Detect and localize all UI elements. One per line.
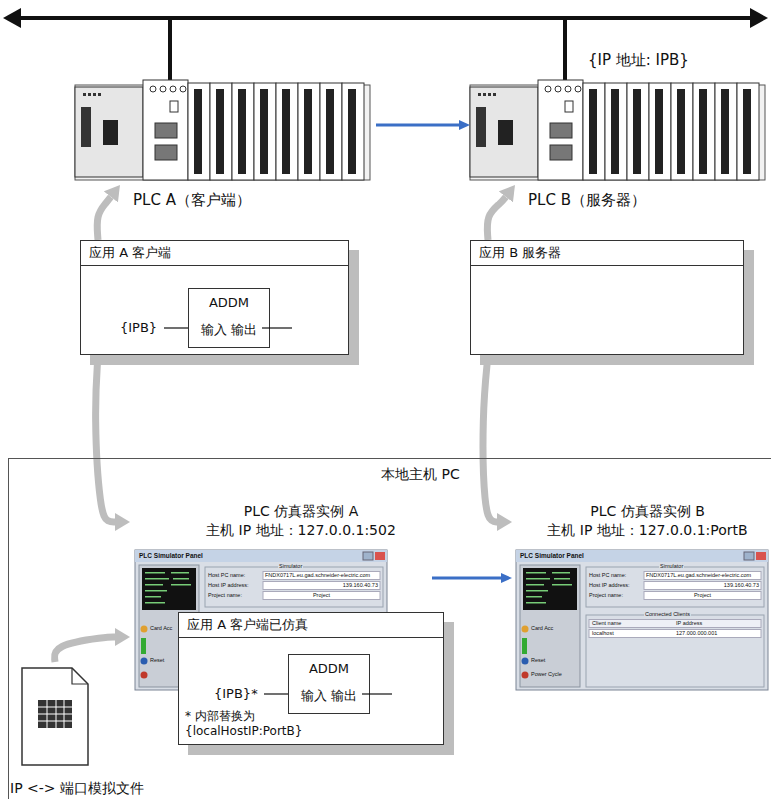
node-text: 输入 输出 xyxy=(189,310,269,337)
bus-drop xyxy=(563,18,567,80)
simulation-file: IP <-> 端口模拟文件 xyxy=(10,662,201,797)
input-pin xyxy=(164,327,188,328)
panel-text: IP address xyxy=(676,621,702,627)
network-bus xyxy=(18,16,753,20)
node-text: ADDM xyxy=(189,289,269,310)
plc-rack xyxy=(75,80,370,180)
panel-text: Project xyxy=(646,593,759,599)
mapping-arrow xyxy=(483,355,497,522)
output-pin xyxy=(362,693,392,694)
panel-text: Simulator xyxy=(278,564,303,570)
panel-text: 139.160.40.73 xyxy=(646,583,759,589)
bus-drop xyxy=(168,18,172,80)
node-text: PLC A（客户端） xyxy=(75,191,376,210)
node-text: ADDM xyxy=(289,655,369,676)
panel-text: Reset xyxy=(150,658,164,664)
panel-text: Host IP address: xyxy=(589,583,630,589)
data-flow-arrow xyxy=(432,577,501,580)
panel-text: 139.160.40.73 xyxy=(265,583,378,589)
node-text: PLC 仿真器实例 B xyxy=(512,502,771,521)
bus-arrowhead xyxy=(750,8,768,28)
panel-text: Client name xyxy=(592,621,621,627)
plc-rack xyxy=(470,80,765,180)
panel-text: Host PC name: xyxy=(589,573,626,579)
panel-text: Project xyxy=(265,593,378,599)
input-pin xyxy=(264,693,288,694)
node-text: PLC 仿真器实例 A xyxy=(130,502,432,521)
panel-text: FNDX0717L.eu.gad.schneider-electric.com xyxy=(265,573,370,579)
application-box: 应用 B 服务器 xyxy=(470,240,744,355)
mapping-arrow xyxy=(487,197,505,240)
node-text: 应用 A 客户端已仿真 xyxy=(179,613,443,638)
node-text: * 内部替换为 {localHostIP:PortB} xyxy=(179,709,329,744)
panel-text: Host PC name: xyxy=(208,573,245,579)
signal-label: {IPB} xyxy=(120,321,157,334)
panel-text: localhost xyxy=(592,631,614,637)
plc-unit: {IP 地址: IPB}PLC B（服务器） xyxy=(470,75,771,185)
signal-label: {IPB}* xyxy=(214,687,258,700)
panel-text: Connected Clients xyxy=(644,612,691,618)
panel-text: Host IP address: xyxy=(208,583,249,589)
application-box: 应用 A 客户端 ADDM输入 输出 xyxy=(80,240,349,355)
panel-text: Card Acc xyxy=(531,626,553,632)
panel-text: 127.000.000.001 xyxy=(676,631,717,637)
node-text: 应用 B 服务器 xyxy=(471,241,743,266)
node-text: 主机 IP 地址：127.0.0.1:502 xyxy=(130,521,432,540)
panel-text: PLC Simulator Panel xyxy=(520,553,584,560)
node-text: {IP 地址: IPB} xyxy=(470,51,771,70)
node-text: PLC B（服务器） xyxy=(470,191,771,210)
function-block: ADDM输入 输出 xyxy=(188,288,270,348)
mapping-arrow xyxy=(97,197,111,240)
panel-text: Power Cycle xyxy=(531,672,562,678)
panel-text: Project name: xyxy=(589,593,623,599)
file-icon xyxy=(22,668,88,765)
output-pin xyxy=(262,327,292,328)
mapping-arrow xyxy=(96,355,115,522)
data-flow-arrow xyxy=(376,124,459,127)
application-box: 应用 A 客户端已仿真* 内部替换为 {localHostIP:PortB}AD… xyxy=(178,612,444,745)
node-text: 输入 输出 xyxy=(289,676,369,703)
function-block: ADDM输入 输出 xyxy=(288,654,370,714)
panel-text: Simulator xyxy=(659,564,684,570)
panel-text: FNDX0717L.eu.gad.schneider-electric.com xyxy=(646,573,751,579)
panel-text: PLC Simulator Panel xyxy=(139,553,203,560)
node-text: 应用 A 客户端 xyxy=(81,241,348,266)
panel-text: Card Acc xyxy=(150,626,172,632)
simulator-instance: PLC 仿真器实例 B主机 IP 地址：127.0.0.1:PortB xyxy=(512,502,771,694)
plc-unit: PLC A（客户端） xyxy=(75,75,376,185)
bus-arrowhead xyxy=(3,8,21,28)
node-text: 主机 IP 地址：127.0.0.1:PortB xyxy=(512,521,771,540)
simulator-panel xyxy=(516,550,768,690)
node-text: IP <-> 端口模拟文件 xyxy=(10,779,201,797)
panel-text: Reset xyxy=(531,658,545,664)
host-pc-region: 本地主机 PC PLC 仿真器实例 A主机 IP 地址：127.0.0.1:502… xyxy=(8,458,771,799)
panel-text: Project name: xyxy=(208,593,242,599)
client-table xyxy=(586,615,764,687)
mapping-arrow xyxy=(54,637,115,662)
node-text: 本地主机 PC xyxy=(9,459,771,483)
